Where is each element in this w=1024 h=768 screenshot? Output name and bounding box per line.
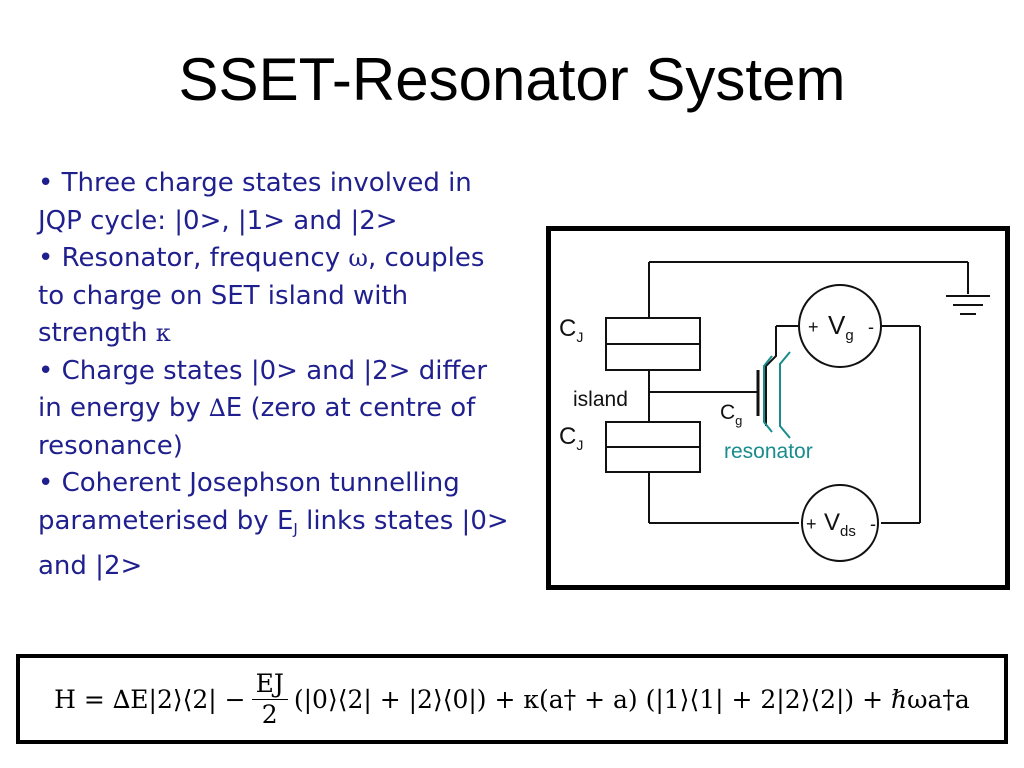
cj-top-subscript: J bbox=[576, 329, 583, 345]
ej-subscript: J bbox=[293, 519, 298, 538]
svg-text:Vds: Vds bbox=[824, 509, 856, 540]
bias-voltage-source bbox=[801, 484, 879, 562]
bullet-text: • Charge states |0> and |2> differ in en… bbox=[38, 355, 488, 424]
bullet-text: • Three charge states involved in JQP cy… bbox=[38, 168, 472, 236]
svg-text:Vg: Vg bbox=[828, 310, 854, 344]
vds-minus-sign: - bbox=[870, 514, 876, 534]
vg-label: V bbox=[828, 310, 846, 340]
gate-voltage-source bbox=[798, 284, 882, 368]
bullet-josephson: • Coherent Josephson tunnelling paramete… bbox=[38, 465, 518, 586]
equation-fraction: EJ 2 bbox=[251, 669, 288, 730]
bullet-charge-states: • Three charge states involved in JQP cy… bbox=[38, 165, 518, 240]
cg-label: C bbox=[720, 401, 735, 424]
vg-plus-sign: + bbox=[808, 317, 819, 337]
bullet-text: • Coherent Josephson tunnelling paramete… bbox=[38, 468, 460, 536]
bullet-text: • Resonator, frequency bbox=[38, 243, 349, 273]
cj-bottom-subscript: J bbox=[576, 437, 583, 453]
ground-symbol bbox=[946, 295, 990, 315]
bullet-energy-difference: • Charge states |0> and |2> differ in en… bbox=[38, 353, 518, 466]
resonator-lines bbox=[763, 351, 791, 439]
resonator-label: resonator bbox=[724, 440, 813, 463]
omega-symbol: ω bbox=[348, 244, 368, 272]
circuit-diagram-frame bbox=[546, 226, 1010, 590]
bullet-resonator: • Resonator, frequency ω, couples to cha… bbox=[38, 240, 518, 353]
fraction-numerator: EJ bbox=[251, 669, 288, 700]
vg-subscript: g bbox=[845, 327, 853, 344]
vds-subscript: ds bbox=[840, 523, 856, 540]
circuit-diagram: CJ island CJ Cg resonator + Vg - + Vds - bbox=[559, 261, 990, 562]
delta-symbol: ∆ bbox=[208, 394, 226, 422]
cg-subscript: g bbox=[735, 413, 742, 428]
hamiltonian-equation-box: H = ∆E|2⟩⟨2| − EJ 2 (|0⟩⟨2| + |2⟩⟨0|) + … bbox=[16, 654, 1008, 744]
cj-top-label: C bbox=[559, 315, 576, 342]
gate-lead-upper bbox=[765, 326, 777, 426]
cj-bottom-label: C bbox=[559, 423, 576, 450]
kappa-symbol: κ bbox=[155, 319, 171, 347]
fraction-denominator: 2 bbox=[261, 699, 278, 729]
bullet-text: links states |0> and |2> bbox=[38, 505, 509, 582]
bullet-list: • Three charge states involved in JQP cy… bbox=[38, 165, 518, 586]
bullet-text: , couples to charge on SET island with s… bbox=[38, 243, 485, 348]
svg-text:Cg: Cg bbox=[720, 401, 742, 428]
equation-rhs: (|0⟩⟨2| + |2⟩⟨0|) + κ(a† + a) (|1⟩⟨1| + … bbox=[293, 684, 970, 714]
svg-text:CJ: CJ bbox=[559, 315, 583, 345]
svg-text:CJ: CJ bbox=[559, 423, 583, 453]
vds-plus-sign: + bbox=[806, 514, 817, 534]
slide-title: SSET-Resonator System bbox=[178, 46, 846, 113]
island-label: island bbox=[573, 388, 628, 411]
bullet-text: E (zero at centre of resonance) bbox=[38, 393, 476, 461]
vds-label: V bbox=[824, 509, 840, 536]
equation-lhs: H = ∆E|2⟩⟨2| − bbox=[54, 684, 246, 714]
vg-minus-sign: - bbox=[868, 317, 874, 337]
